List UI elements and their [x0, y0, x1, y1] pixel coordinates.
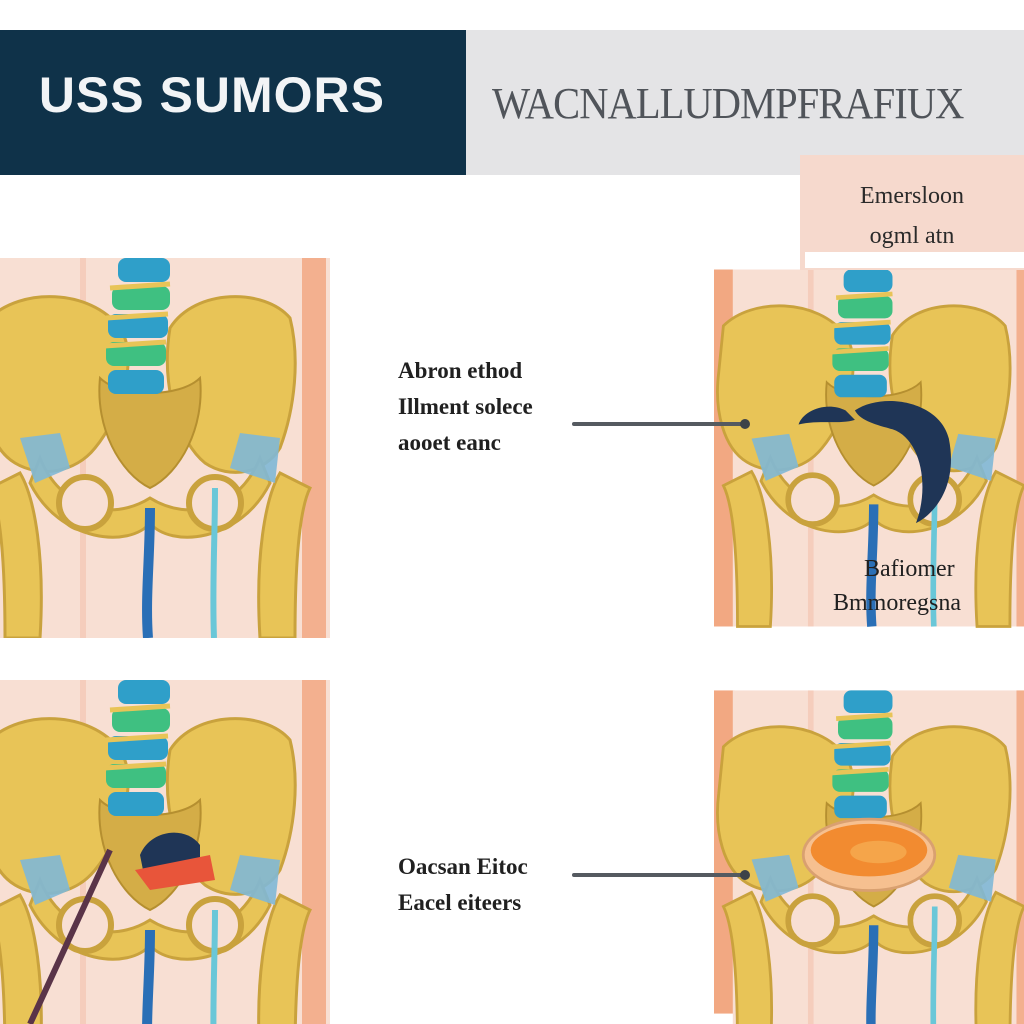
annotation-mid-right-line-1: Bafiomer: [864, 556, 955, 582]
callout-bottom-leader-dot: [740, 870, 750, 880]
pelvis-diagram-top-right: [714, 258, 1024, 638]
callout-top-leader-dot: [740, 419, 750, 429]
page-subtitle: WACNALLUDMPFRAFIUX: [492, 79, 964, 128]
header-dark-banner: [0, 30, 466, 175]
header-light-banner: [466, 30, 1024, 175]
callout-bottom-leader-line: [572, 873, 747, 877]
pelvis-diagram-bottom-left: [0, 680, 330, 1024]
callout-bottom-line-1: Oacsan Eitoc: [398, 854, 528, 879]
annotation-box-top-right: Emersloon ogml atn: [800, 155, 1024, 270]
page-title: USS SUMORS: [38, 67, 385, 123]
callout-top-line-1: Abron ethod: [398, 358, 523, 383]
pelvis-diagram-top-left: [0, 258, 330, 638]
callout-top-line-2: Illment solece: [398, 394, 533, 419]
annotation-line: ogml atn: [869, 223, 955, 249]
pelvis-diagram-bottom-right: [714, 680, 1024, 1024]
annotation-mid-right-line-2: Bmmoregsna: [833, 590, 961, 616]
tag-divider: [805, 252, 1024, 268]
callout-top-line-3: aooet eanc: [398, 430, 501, 455]
annotation-line: Emersloon: [860, 183, 964, 209]
callout-top-leader-line: [572, 422, 747, 426]
callout-bottom-line-2: Eacel eiteers: [398, 890, 522, 915]
